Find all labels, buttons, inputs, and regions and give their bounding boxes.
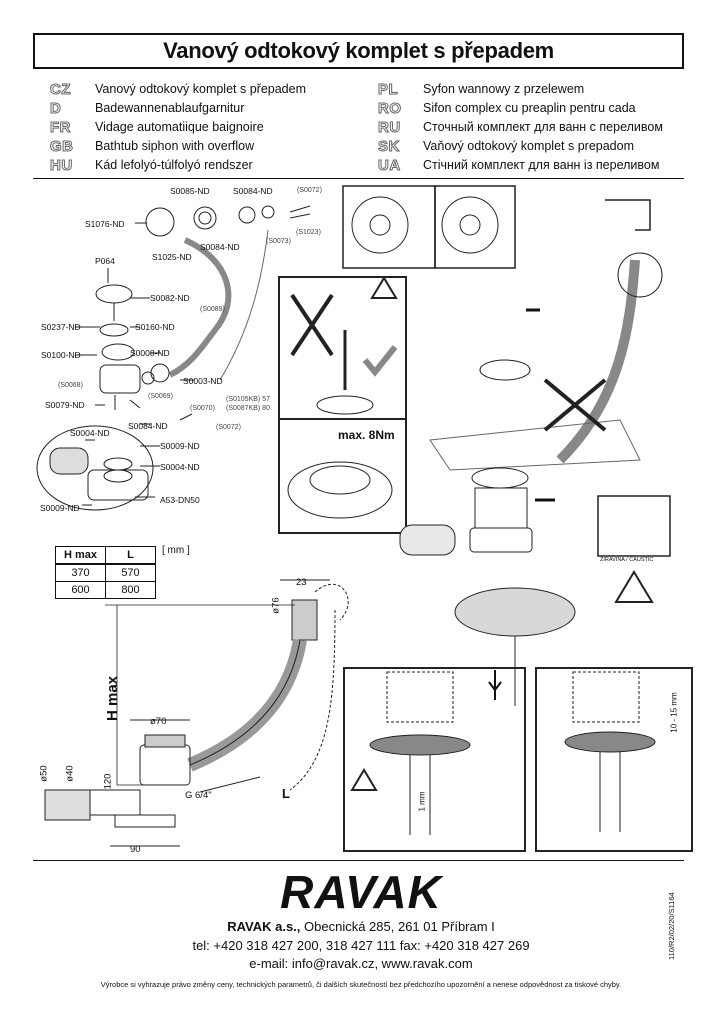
part-label: S0079-ND: [45, 400, 85, 410]
dim-label: 23: [296, 577, 307, 588]
part-label: (S0070): [190, 405, 215, 412]
part-label: (S0089): [200, 306, 225, 313]
part-label: (S0073): [266, 238, 291, 245]
ravak-logo: RAVAK: [280, 866, 442, 918]
torque-label: max. 8Nm: [338, 428, 395, 442]
caustic-label: ŽÍRAVINA / CAUSTIC: [600, 557, 654, 563]
part-label: S0100-ND: [41, 350, 81, 360]
dim-label: 1 mm: [417, 791, 427, 812]
part-label: S0009-ND: [160, 441, 200, 451]
part-label: S0084-ND: [233, 186, 273, 196]
document-reference: 110/R2/02/20/S1164: [667, 892, 676, 960]
part-label: S0004-ND: [160, 462, 200, 472]
part-label: (S0072): [297, 187, 322, 194]
part-label: A53-DN50: [160, 495, 200, 505]
part-label: S0003-ND: [183, 376, 223, 386]
dim-label: 90: [130, 844, 141, 855]
table-header: L: [105, 546, 156, 565]
part-label: (S0087KB) 80: [226, 405, 270, 412]
part-label: S0237-ND: [41, 322, 81, 332]
dim-label: 120: [102, 773, 114, 790]
dim-label: 10 - 15 mm: [669, 692, 679, 733]
dim-label: ø70: [150, 716, 167, 727]
dim-label: ø50: [38, 765, 50, 782]
part-label: S0085-ND: [170, 186, 210, 196]
part-label: (S1023): [296, 229, 321, 236]
disclaimer: Výrobce si vyhrazuje právo změny ceny, t…: [100, 980, 622, 989]
title-box: Vanový odtokový komplet s přepadem: [33, 33, 684, 69]
table-row: 370 570: [55, 563, 156, 582]
dim-label: ø76: [270, 597, 282, 614]
part-label: S0084-ND: [128, 421, 168, 431]
page-title: Vanový odtokový komplet s přepadem: [163, 38, 554, 63]
divider: [33, 860, 684, 861]
cap-drawing: [145, 207, 175, 237]
part-label: S0008-ND: [130, 348, 170, 358]
company-phone: tel: +420 318 427 200, 318 427 111 fax: …: [192, 938, 530, 953]
dim-label: L: [282, 786, 290, 801]
unit-label: [ mm ]: [162, 545, 190, 556]
company-email: e-mail: info@ravak.cz, www.ravak.com: [249, 956, 473, 971]
part-label: S0009-ND: [40, 503, 80, 513]
dimension-table: H max L 370 570 600 800: [55, 546, 156, 599]
part-label: S0082-ND: [150, 293, 190, 303]
table-row: 600 800: [55, 581, 156, 599]
part-label: S1076-ND: [85, 219, 125, 229]
dim-label: H max: [104, 675, 122, 722]
part-label: (S0068): [58, 382, 83, 389]
dim-label: G 6/4": [185, 790, 212, 801]
part-label: P064: [95, 256, 115, 266]
part-label: (S0105KB) 57: [226, 396, 270, 403]
part-label: S0004-ND: [70, 428, 110, 438]
part-label: (S0069): [148, 393, 173, 400]
part-label: S0084-ND: [200, 242, 240, 252]
table-header: H max: [55, 546, 106, 565]
dim-label: ø40: [64, 765, 76, 782]
part-label: S1025-ND: [152, 252, 192, 262]
part-label: S0160-ND: [135, 322, 175, 332]
divider: [33, 178, 684, 179]
part-label: (S0072): [216, 424, 241, 431]
company-address: RAVAK a.s., Obecnická 285, 261 01 Příbra…: [227, 919, 495, 934]
